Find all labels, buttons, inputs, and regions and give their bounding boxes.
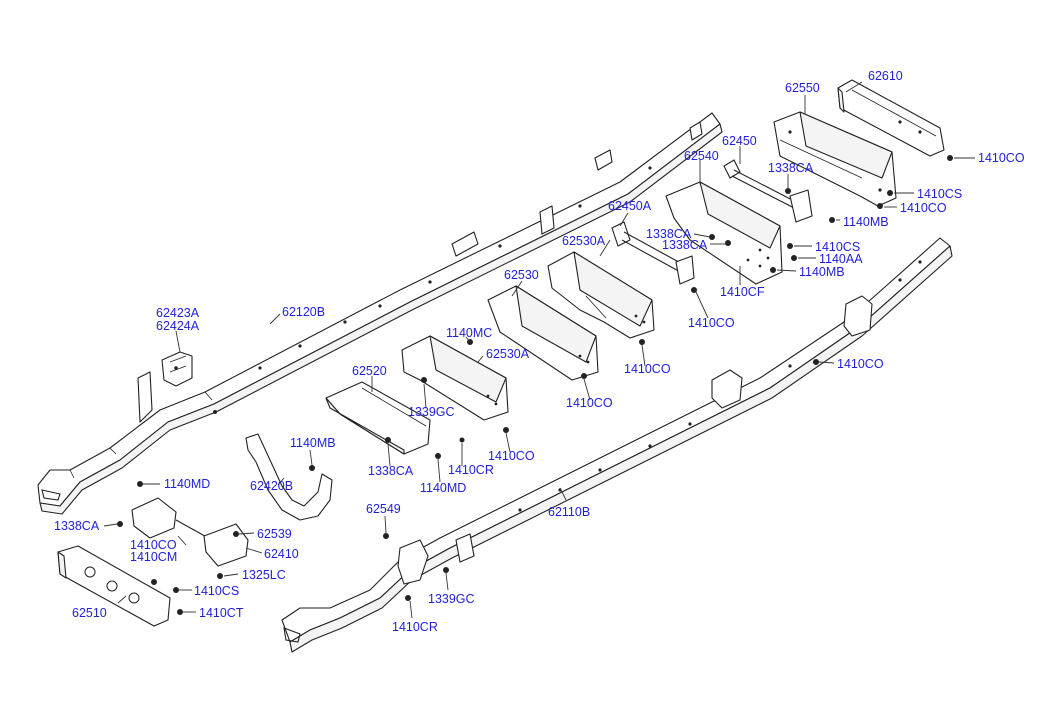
label-62110b[interactable]: 62110B: [548, 505, 590, 519]
brace-62450a: [611, 221, 695, 285]
label-62510[interactable]: 62510: [72, 606, 107, 620]
label-62520[interactable]: 62520: [352, 364, 387, 378]
label-62450[interactable]: 62450: [722, 134, 757, 148]
label-62423a[interactable]: 62423A: [156, 306, 200, 320]
crossmember-62520: [325, 381, 431, 455]
label-1338ca-d[interactable]: 1338CA: [368, 464, 414, 478]
label-1140md-b[interactable]: 1140MD: [420, 481, 466, 495]
label-1338ca-c[interactable]: 1338CA: [662, 238, 708, 252]
brace-62450: [723, 159, 813, 223]
label-1410co-c[interactable]: 1410CO: [688, 316, 735, 330]
label-1338ca-b[interactable]: 1338CA: [646, 227, 692, 241]
label-1410cf[interactable]: 1410CF: [720, 285, 765, 299]
bracket-62420b: [245, 433, 333, 521]
label-1140mb-c[interactable]: 1140MB: [290, 436, 336, 450]
crossmember-62530a-lower: [401, 335, 509, 421]
label-1338ca-a[interactable]: 1338CA: [768, 161, 814, 175]
label-1140mb-a[interactable]: 1140MB: [843, 215, 889, 229]
label-1410co-g[interactable]: 1410CO: [130, 538, 177, 552]
crossmember-62540: [665, 181, 783, 285]
label-62530a-upper[interactable]: 62530A: [562, 234, 606, 248]
crossmember-62530: [487, 285, 599, 381]
label-1410ct[interactable]: 1410CT: [199, 606, 244, 620]
label-62610[interactable]: 62610: [868, 69, 903, 83]
label-62530[interactable]: 62530: [504, 268, 539, 282]
label-1338ca-e[interactable]: 1338CA: [54, 519, 100, 533]
label-1410cs-b[interactable]: 1410CS: [815, 240, 860, 254]
label-1410co-h[interactable]: 1410CO: [837, 357, 884, 371]
crossmember-62510: [57, 545, 171, 627]
side-rail-left: [37, 112, 723, 515]
part-labels: 62610 62550 62450 62540 1338CA 1410CO 14…: [54, 69, 1025, 634]
label-1410cs-c[interactable]: 1410CS: [194, 584, 239, 598]
label-1410co-d[interactable]: 1410CO: [624, 362, 671, 376]
label-1140mb-b[interactable]: 1140MB: [799, 265, 845, 279]
leader-lines: [103, 81, 975, 619]
side-rail-right: [281, 237, 953, 653]
label-62550[interactable]: 62550: [785, 81, 820, 95]
label-62539[interactable]: 62539: [257, 527, 292, 541]
label-62530a-lower[interactable]: 62530A: [486, 347, 530, 361]
label-62549[interactable]: 62549: [366, 502, 401, 516]
label-1410cs-a[interactable]: 1410CS: [917, 187, 962, 201]
label-1410co-a[interactable]: 1410CO: [978, 151, 1025, 165]
label-62120b[interactable]: 62120B: [282, 305, 325, 319]
crossmember-62550: [773, 111, 897, 207]
crossmember-62610: [837, 79, 945, 157]
crossmember-62530a-upper: [547, 251, 655, 339]
label-1410co-b[interactable]: 1410CO: [900, 201, 947, 215]
label-1140aa[interactable]: 1140AA: [819, 252, 863, 266]
label-1140md-a[interactable]: 1140MD: [164, 477, 210, 491]
label-62420b[interactable]: 62420B: [250, 479, 293, 493]
label-1410co-e[interactable]: 1410CO: [566, 396, 613, 410]
label-1410cm[interactable]: 1410CM: [130, 550, 177, 564]
label-1410cr-a[interactable]: 1410CR: [448, 463, 494, 477]
label-62450a[interactable]: 62450A: [608, 199, 652, 213]
label-1339gc-b[interactable]: 1339GC: [428, 592, 475, 606]
label-1339gc-a[interactable]: 1339GC: [408, 405, 455, 419]
bracket-62423a: [161, 351, 193, 387]
label-62410[interactable]: 62410: [264, 547, 299, 561]
label-62540[interactable]: 62540: [684, 149, 719, 163]
label-62424a[interactable]: 62424A: [156, 319, 200, 333]
label-1325lc[interactable]: 1325LC: [242, 568, 286, 582]
label-1140mc[interactable]: 1140MC: [446, 326, 492, 340]
label-1410co-f[interactable]: 1410CO: [488, 449, 535, 463]
label-1410cr-b[interactable]: 1410CR: [392, 620, 438, 634]
